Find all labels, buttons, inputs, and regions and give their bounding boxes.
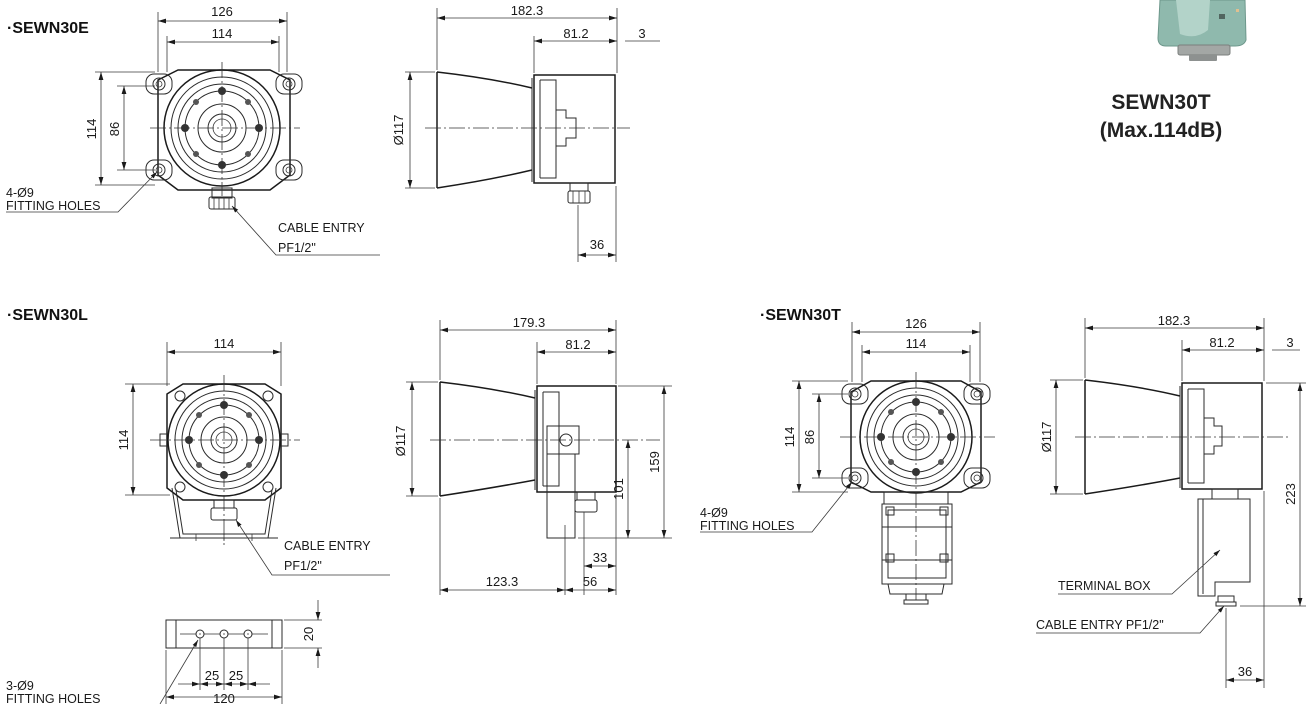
t-width-inner: 114 <box>906 336 927 351</box>
t-side-height: 223 <box>1283 483 1298 505</box>
l-side-diameter: Ø117 <box>393 426 408 457</box>
bracket-holes-label: FITTING HOLES <box>6 692 100 704</box>
sewn30e-side-view <box>405 8 660 262</box>
e-cable-entry: CABLE ENTRY <box>278 221 365 235</box>
t-side-box: 81.2 <box>1209 335 1234 350</box>
e-side-diameter: Ø117 <box>391 115 406 146</box>
bracket-pitch-1: 25 <box>205 668 219 683</box>
l-side-d2: 56 <box>583 574 597 589</box>
sewn30t-side-view <box>1036 318 1306 688</box>
e-width-outer: 126 <box>211 4 233 19</box>
product-rating: (Max.114dB) <box>1100 119 1223 142</box>
l-side-horn: 123.3 <box>486 574 519 589</box>
e-side-box: 81.2 <box>563 26 588 41</box>
bracket-holes: 3-Ø9 <box>6 679 34 693</box>
t-side-length: 182.3 <box>1158 313 1191 328</box>
l-cable-entry: CABLE ENTRY <box>284 539 371 553</box>
t-side-gap: 3 <box>1286 335 1293 350</box>
e-holes-label: FITTING HOLES <box>6 199 100 213</box>
sewn30l-side-view <box>406 320 672 595</box>
t-height-inner: 86 <box>802 430 817 444</box>
l-side-length: 179.3 <box>513 315 546 330</box>
e-height-inner: 86 <box>107 122 122 136</box>
sewn30l-title: ·SEWN30L <box>7 307 88 324</box>
bracket-view <box>159 600 322 704</box>
t-holes-label: FITTING HOLES <box>700 519 794 533</box>
e-height-outer: 114 <box>84 119 99 140</box>
sewn30t-title: ·SEWN30T <box>760 307 841 324</box>
l-height: 114 <box>116 430 131 451</box>
product-model: SEWN30T <box>1111 91 1210 114</box>
sewn30l-front-view <box>125 342 390 576</box>
l-side-h2: 101 <box>611 478 626 500</box>
bracket-height: 20 <box>301 627 316 641</box>
e-holes: 4-Ø9 <box>6 186 34 200</box>
bracket-width: 120 <box>213 691 235 704</box>
sewn30e-front-view <box>6 12 380 256</box>
e-side-length: 182.3 <box>511 3 544 18</box>
l-cable-size: PF1/2" <box>284 559 322 573</box>
t-height-outer: 114 <box>782 427 797 448</box>
sewn30e-title: ·SEWN30E <box>7 20 89 37</box>
e-side-gap: 3 <box>638 26 645 41</box>
l-side-h1: 159 <box>647 451 662 473</box>
t-side-diameter: Ø117 <box>1039 422 1054 453</box>
sewn30t-front-view <box>700 322 995 605</box>
t-holes: 4-Ø9 <box>700 506 728 520</box>
t-side-entry: 36 <box>1238 664 1252 679</box>
e-side-entry: 36 <box>590 237 604 252</box>
bracket-pitch-2: 25 <box>229 668 243 683</box>
e-width-inner: 114 <box>212 26 233 41</box>
l-side-d1: 33 <box>593 550 607 565</box>
l-side-box: 81.2 <box>565 337 590 352</box>
t-terminal-box: TERMINAL BOX <box>1058 579 1151 593</box>
t-cable-entry: CABLE ENTRY PF1/2" <box>1036 618 1164 632</box>
product-photo <box>1157 0 1247 61</box>
e-cable-size: PF1/2" <box>278 241 316 255</box>
t-width-outer: 126 <box>905 316 927 331</box>
l-width: 114 <box>214 336 235 351</box>
